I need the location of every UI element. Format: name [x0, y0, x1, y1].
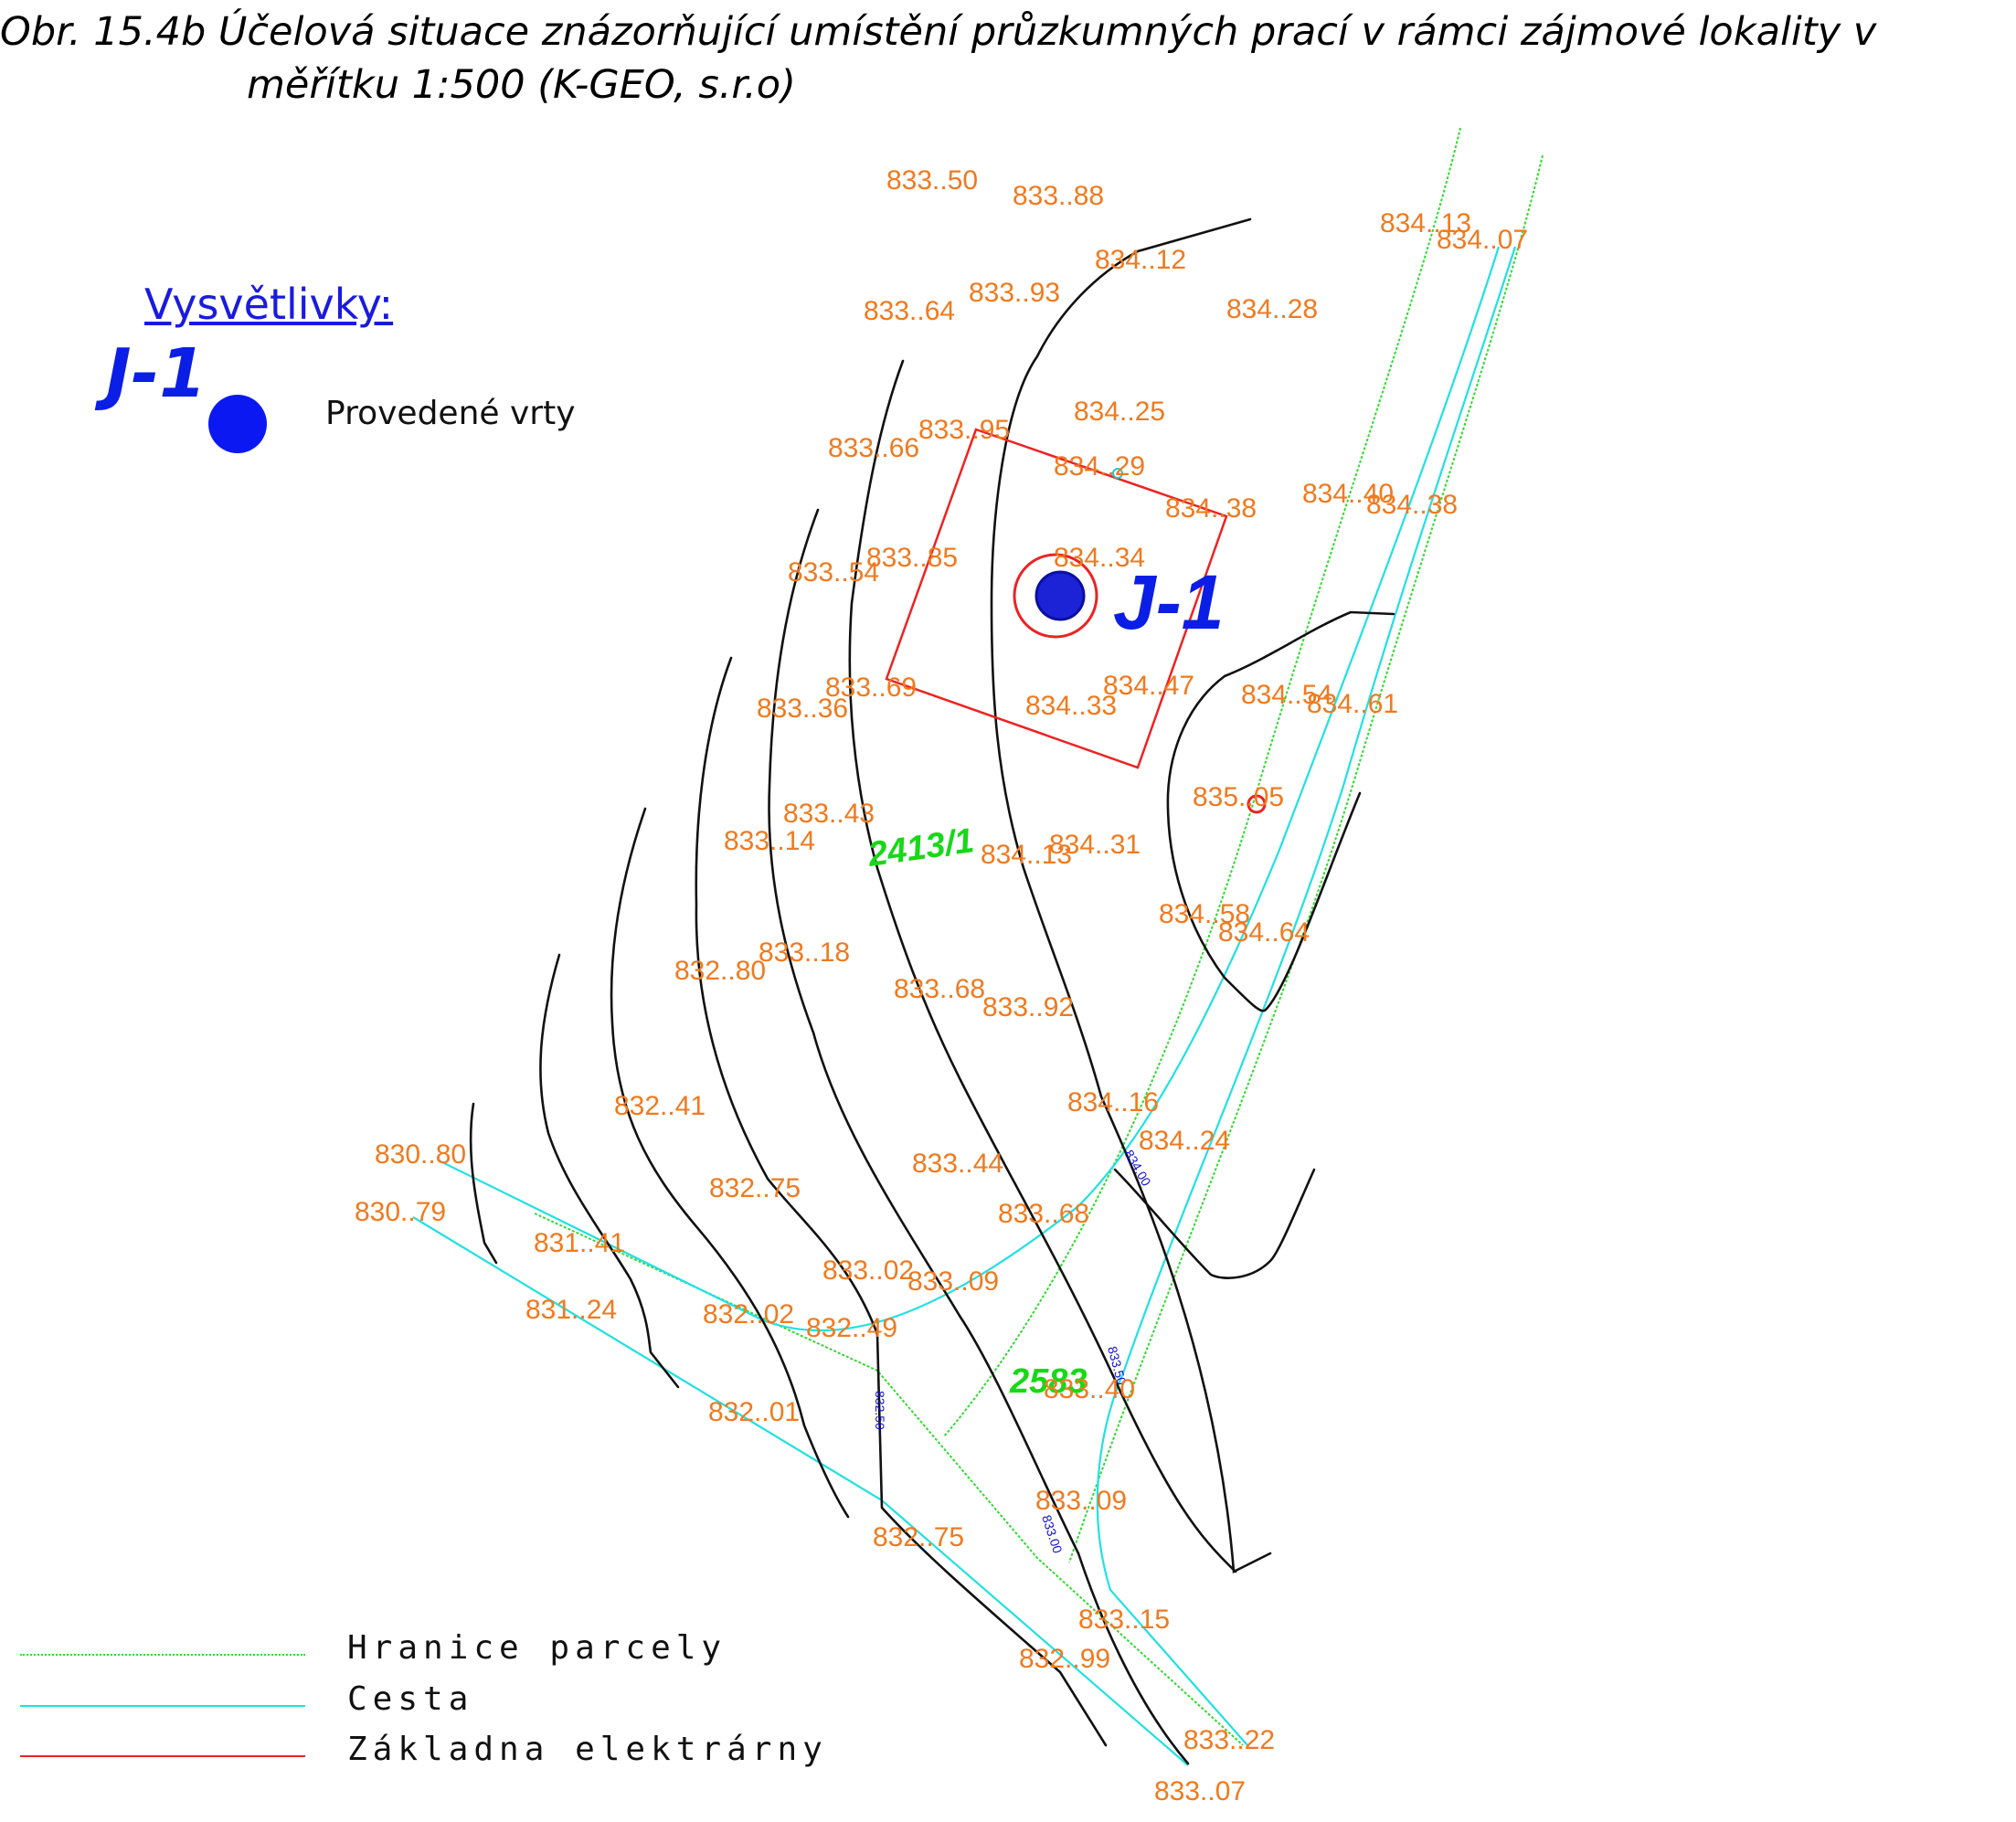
contour-line — [539, 953, 680, 1389]
elevation-label: 830..80 — [375, 1139, 466, 1170]
elevation-label: 834..61 — [1307, 689, 1398, 719]
power-plant-base — [885, 428, 1228, 769]
contour-line — [768, 508, 1190, 1765]
elevation-label: 834..16 — [1067, 1087, 1159, 1118]
elevation-label: 833..40 — [1044, 1374, 1135, 1404]
elevation-label: 833..15 — [1078, 1605, 1170, 1635]
elevation-label: 834..13 — [981, 840, 1072, 870]
contour-line — [695, 656, 1108, 1747]
elevation-label: 830..79 — [355, 1197, 446, 1227]
contour-line — [848, 359, 1237, 1573]
contour-line — [1166, 610, 1395, 1012]
elevation-label: 832..49 — [806, 1313, 897, 1343]
caption-line-2: měřítku 1:500 (K-GEO, s.r.o) — [247, 62, 796, 108]
legend-plant-label: Základna elektrárny — [347, 1731, 828, 1768]
road-line — [438, 246, 1501, 1332]
parcel-boundary-line — [943, 127, 1461, 1437]
borehole-ring — [1013, 553, 1098, 639]
elevation-label: 833..18 — [759, 937, 850, 968]
contour-lines — [469, 217, 1395, 1765]
elevation-label: 833..68 — [998, 1199, 1089, 1229]
elevation-label: 834..12 — [1095, 245, 1186, 275]
elevation-label: 832..75 — [709, 1173, 801, 1203]
elevation-label: 833..02 — [822, 1255, 914, 1286]
elevation-label: 834..13 — [1380, 208, 1471, 238]
caption-line-1: Obr. 15.4b Účelová situace znázorňující … — [0, 9, 1877, 55]
elevation-label: 833..07 — [1154, 1776, 1246, 1806]
elevation-label: 833..36 — [757, 694, 848, 724]
elevation-label: 833..54 — [788, 557, 879, 588]
elevation-label: 833..66 — [828, 433, 919, 463]
elevation-label: 833..93 — [969, 278, 1060, 308]
legend-parcel-line — [20, 1654, 305, 1656]
borehole-j1: J-1 — [1013, 553, 1224, 645]
elevation-label: 833..09 — [907, 1266, 999, 1297]
legend-road-label: Cesta — [347, 1680, 474, 1718]
figure-caption: Obr. 15.4b Účelová situace znázorňující … — [0, 5, 2016, 111]
elevation-label: 834..38 — [1165, 493, 1257, 524]
elevation-label: 834..24 — [1139, 1126, 1230, 1156]
elevation-label: 834..28 — [1226, 294, 1318, 324]
contour-line — [469, 1102, 498, 1265]
legend-borehole-label: Provedené vrty — [325, 395, 576, 432]
borehole-icon — [1035, 570, 1086, 621]
elevation-label: 832..02 — [703, 1299, 794, 1329]
elevation-label: 834..40 — [1302, 479, 1394, 509]
elevation-label: 833..68 — [894, 974, 985, 1004]
legend-borehole-icon — [208, 395, 267, 453]
contour-line — [610, 807, 850, 1519]
elevation-label: 832..75 — [873, 1522, 964, 1552]
contour-value: 832.50 — [873, 1391, 887, 1430]
elevation-label: 831..41 — [534, 1228, 625, 1258]
elevation-label: 834..33 — [1025, 691, 1117, 721]
elevation-label: 832..80 — [674, 956, 766, 986]
elevation-label: 832..41 — [614, 1091, 706, 1121]
elevation-label: 835..05 — [1193, 782, 1284, 812]
elevation-label: 834..29 — [1054, 451, 1145, 482]
elevation-label: 833..64 — [864, 296, 955, 326]
parcel-number: 2413/1 — [865, 821, 976, 874]
elevation-label: 832..01 — [708, 1397, 800, 1427]
elevation-label: 834..54 — [1241, 680, 1332, 710]
plant-base-outline — [885, 428, 1228, 769]
elevation-label: 833..88 — [1013, 181, 1104, 211]
elevation-label: 834..34 — [1054, 543, 1145, 573]
elevation-label: 832..99 — [1019, 1644, 1110, 1674]
legend-borehole-code: J-1 — [106, 334, 207, 413]
contour-line — [1113, 1168, 1316, 1279]
marker-circle — [1112, 468, 1123, 479]
legend-parcel-label: Hranice parcely — [347, 1629, 727, 1667]
contour-line — [990, 217, 1272, 1574]
elevation-label: 833..44 — [912, 1149, 1003, 1179]
elevation-label: 833..09 — [1035, 1486, 1127, 1516]
elevation-label: 833..14 — [724, 826, 815, 856]
marker-circle — [1247, 794, 1267, 814]
elevation-label: 834..31 — [1049, 830, 1141, 860]
elevation-label: 834..64 — [1218, 917, 1310, 948]
elevation-label: 833..50 — [886, 165, 978, 196]
elevation-label: 834..47 — [1103, 671, 1194, 701]
elevation-label: 834..07 — [1437, 225, 1528, 255]
parcel-boundary-line — [1068, 154, 1544, 1563]
elevation-label: 833..95 — [918, 415, 1010, 445]
elevation-label: 833..92 — [982, 992, 1074, 1022]
parcel-number: 2583 — [1009, 1362, 1088, 1401]
legend-road-line — [20, 1705, 305, 1707]
road-line — [1096, 246, 1517, 1746]
elevation-label: 831..24 — [525, 1295, 617, 1325]
elevation-label: 833..85 — [866, 543, 958, 573]
elevation-label: 834..38 — [1366, 490, 1458, 520]
legend-title: Vysvětlivky: — [144, 280, 394, 329]
elevation-label: 833..69 — [825, 673, 917, 703]
elevation-label: 834..58 — [1159, 899, 1250, 929]
borehole-label: J-1 — [1113, 559, 1224, 645]
elevation-label: 833..43 — [783, 799, 875, 829]
elevation-label: 834..25 — [1074, 397, 1165, 427]
elevation-labels: 833..50833..88834..12834..13834..07833..… — [355, 165, 1528, 1806]
elevation-label: 833..22 — [1183, 1725, 1275, 1755]
legend-plant-line — [20, 1755, 305, 1757]
